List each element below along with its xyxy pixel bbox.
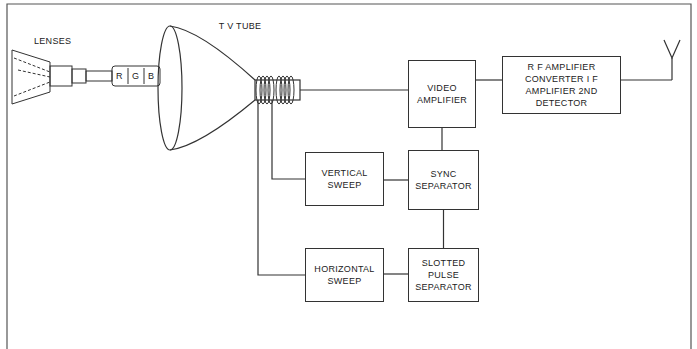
node-text: VERTICAL SWEEP bbox=[306, 167, 383, 191]
color-label: G bbox=[132, 71, 139, 82]
connector bbox=[384, 179, 408, 180]
node-text: SLOTTED PULSE SEPARATOR bbox=[409, 257, 478, 293]
node-text: HORIZONTAL SWEEP bbox=[306, 263, 383, 287]
connector bbox=[443, 210, 444, 248]
connector bbox=[272, 100, 305, 179]
color-label: B bbox=[148, 71, 154, 82]
process-box: VIDEO AMPLIFIER bbox=[408, 60, 476, 128]
process-box: HORIZONTAL SWEEP bbox=[305, 248, 384, 302]
process-box: R F AMPLIFIER CONVERTER I F AMPLIFIER 2N… bbox=[502, 56, 621, 114]
node-text: SYNC SEPARATOR bbox=[409, 168, 478, 192]
part-label: LENSES bbox=[34, 36, 71, 47]
connector bbox=[441, 128, 442, 150]
crt-tube: T V TUBE bbox=[140, 14, 300, 100]
deflection-coil bbox=[256, 76, 294, 104]
connector bbox=[258, 100, 305, 275]
process-box: VERTICAL SWEEP bbox=[305, 152, 384, 206]
color-label: R bbox=[116, 71, 123, 82]
process-box: SYNC SEPARATOR bbox=[408, 150, 479, 210]
process-box: SLOTTED PULSE SEPARATOR bbox=[408, 248, 479, 302]
node-text: R F AMPLIFIER CONVERTER I F AMPLIFIER 2N… bbox=[503, 61, 620, 109]
node-text: T V TUBE bbox=[216, 20, 265, 32]
lens-assembly bbox=[12, 50, 160, 104]
crt-tube bbox=[158, 26, 300, 150]
connector bbox=[384, 273, 408, 274]
frame bbox=[7, 4, 691, 349]
antenna bbox=[615, 40, 680, 80]
connector bbox=[476, 79, 502, 80]
connector bbox=[300, 89, 408, 90]
node-text: VIDEO AMPLIFIER bbox=[409, 82, 475, 106]
